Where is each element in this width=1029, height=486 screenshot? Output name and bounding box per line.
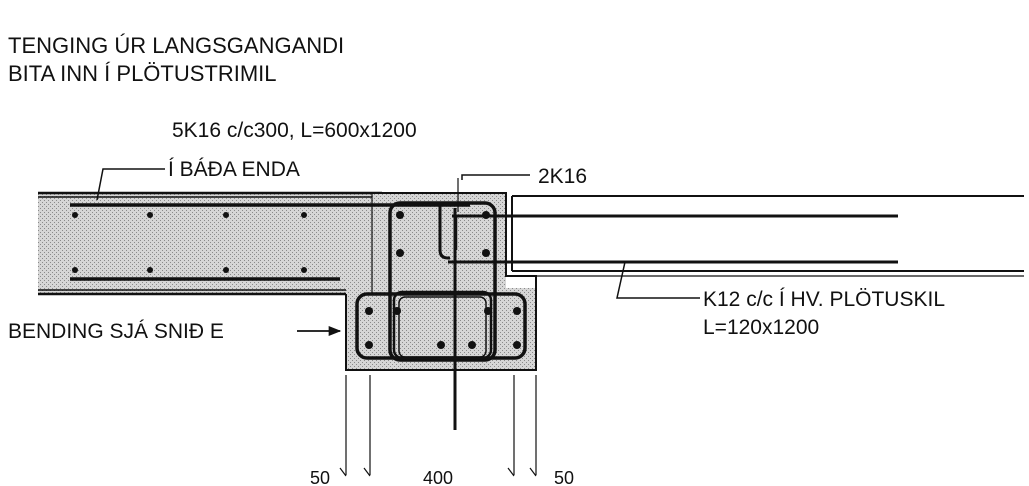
dimension-middle: 400	[423, 468, 453, 486]
left-slab-rebars	[70, 203, 470, 281]
bending-label: BENDING SJÁ SNIÐ E	[8, 320, 224, 343]
rebar-label-line-1: 5K16 c/c300, L=600x1200	[172, 119, 417, 142]
rebar-leader	[96, 168, 165, 201]
k12-leader	[616, 261, 700, 299]
dimension-lines	[339, 375, 537, 477]
bars-2k16-leader	[461, 174, 530, 180]
right-slab-rebars	[448, 214, 898, 264]
k12-label-line-1: K12 c/c Í HV. PLÖTUSKIL	[703, 288, 945, 311]
right-slab-outline	[507, 195, 1024, 277]
k12-label-line-2: L=120x1200	[703, 316, 819, 339]
left-slab-strip	[38, 191, 382, 296]
dimension-right: 50	[554, 468, 574, 486]
dimension-left: 50	[310, 468, 330, 486]
bars-2k16-label: 2K16	[538, 165, 587, 188]
rebar-label-line-2: Í BÁÐA ENDA	[168, 158, 300, 181]
title-line-2: BITA INN Í PLÖTUSTRIMIL	[8, 61, 277, 86]
title-line-1: TENGING ÚR LANGSGANGANDI	[8, 33, 344, 58]
